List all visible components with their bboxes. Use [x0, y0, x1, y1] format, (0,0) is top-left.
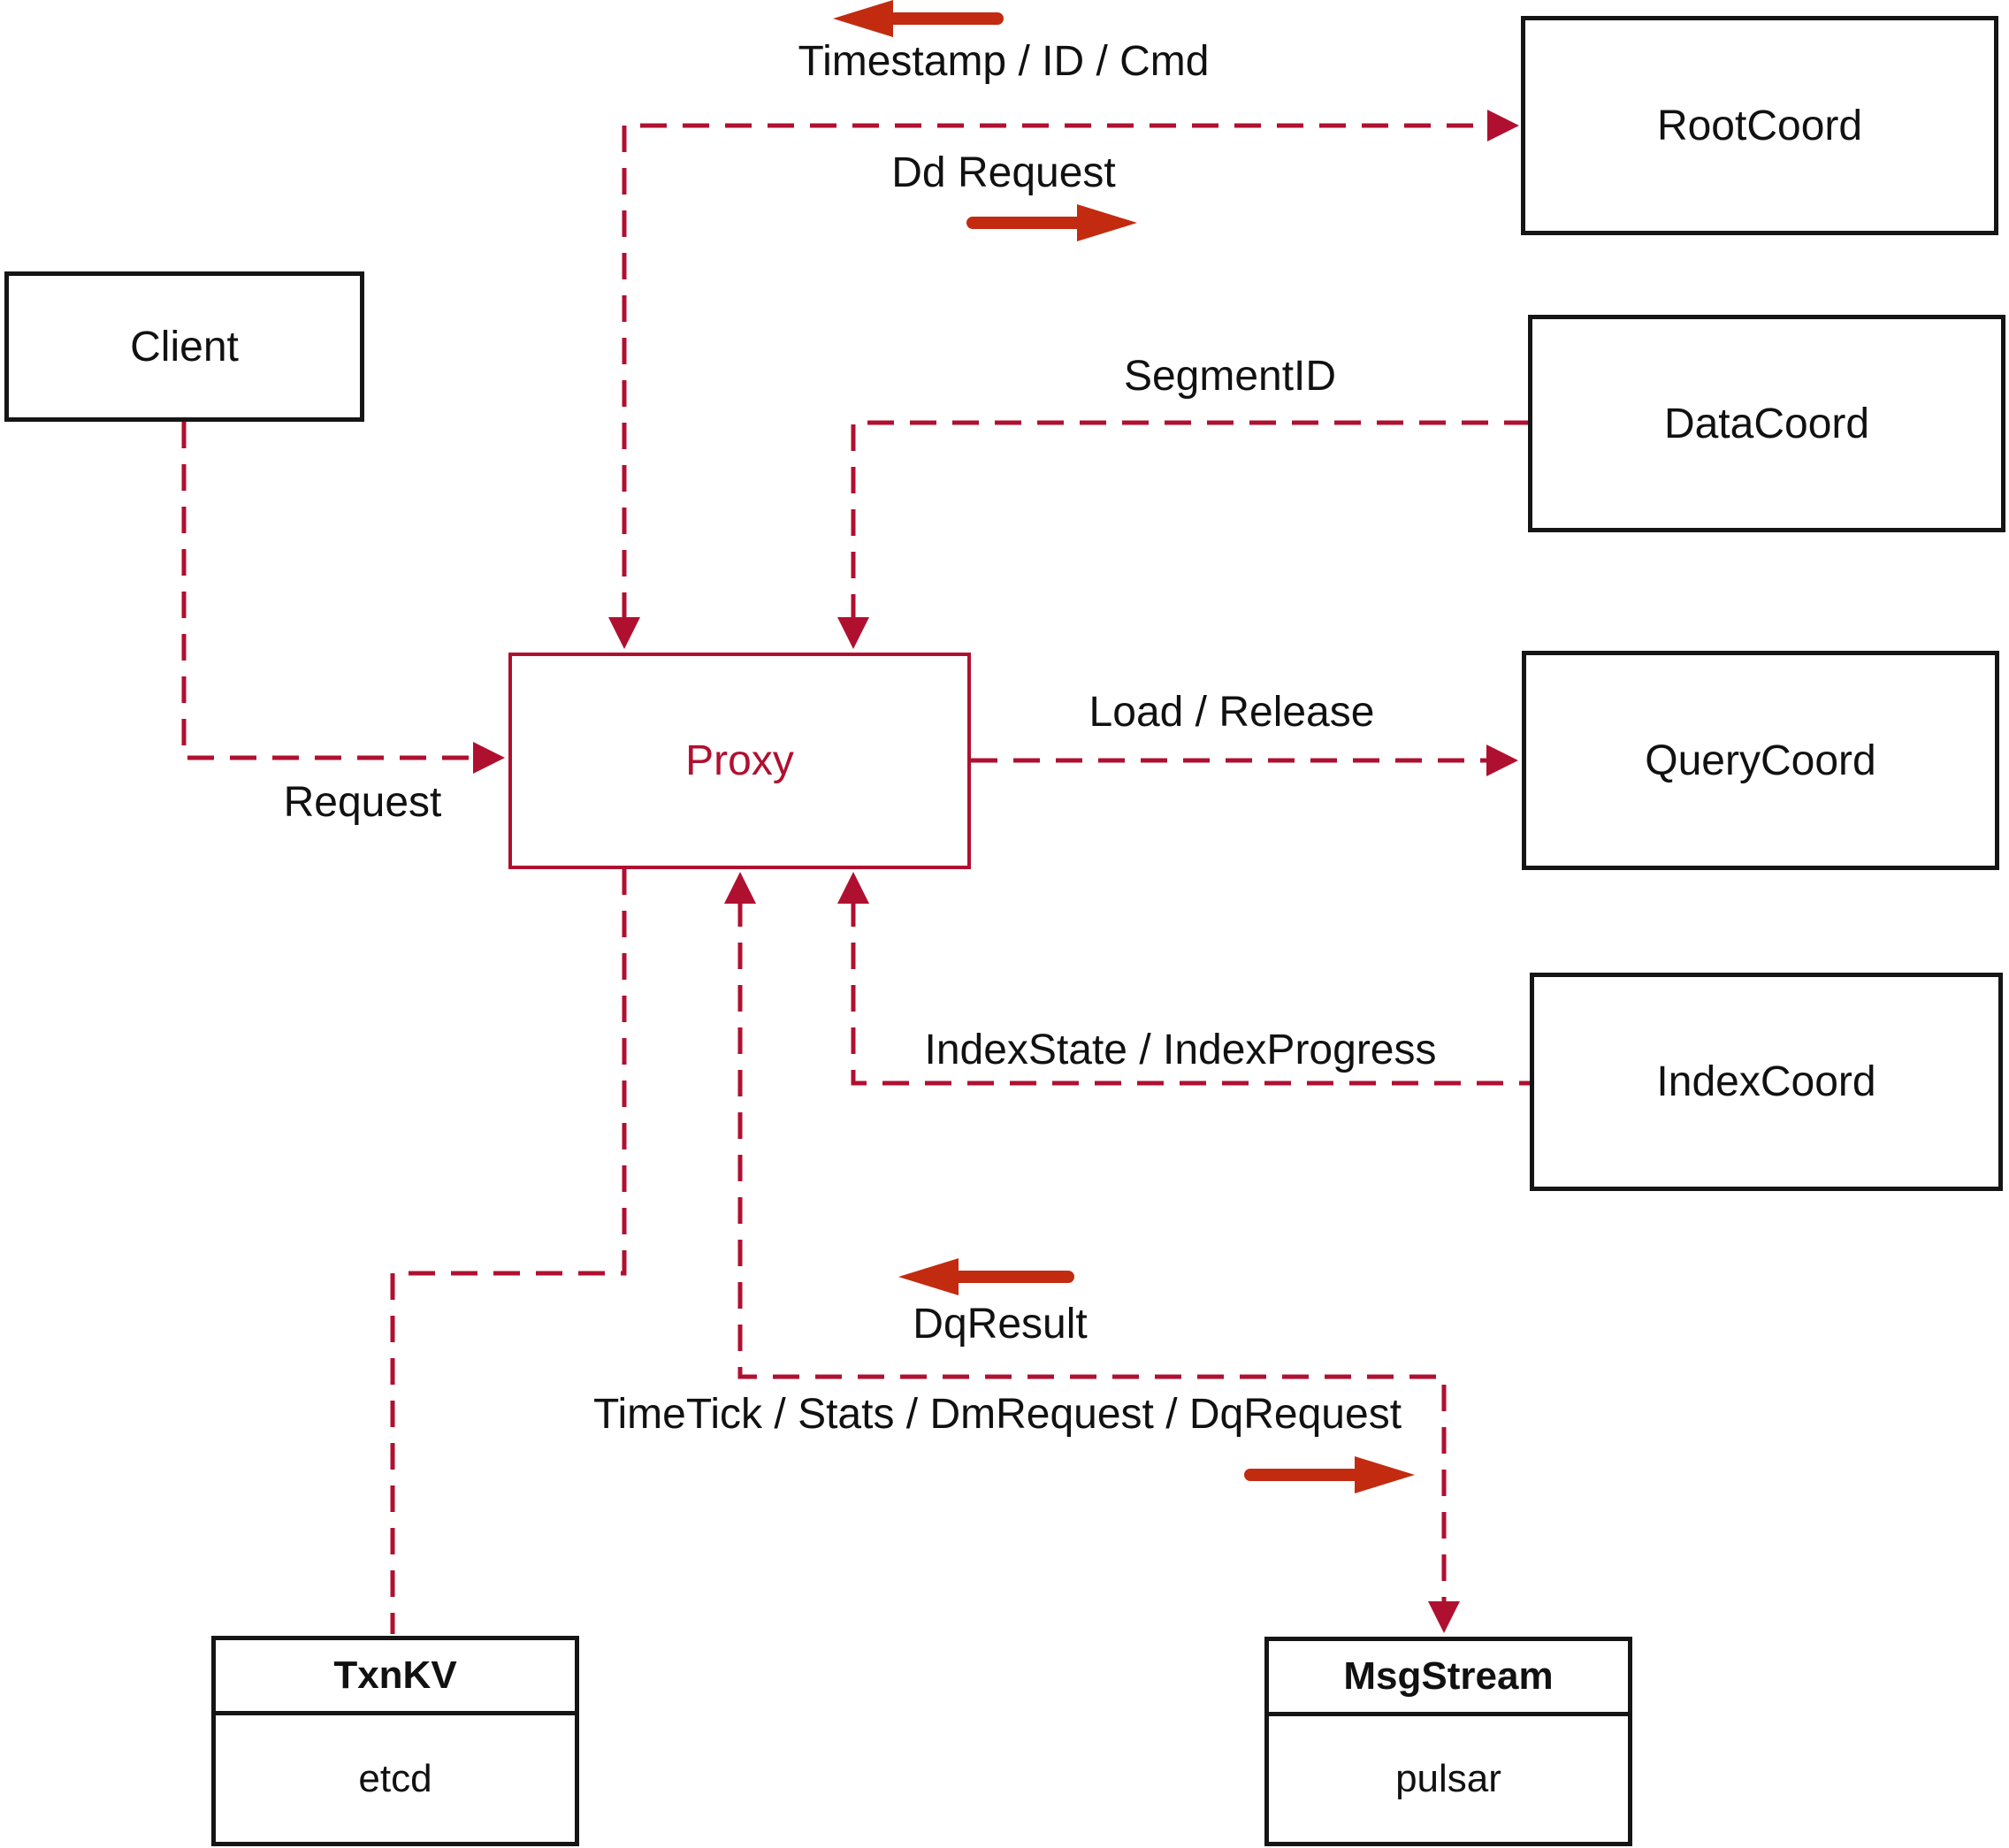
edge-label-request: Request: [283, 779, 442, 826]
edge-label-dd-request: Dd Request: [891, 149, 1116, 196]
edge-label-index-state-progress: IndexState / IndexProgress: [924, 1027, 1437, 1073]
node-txnkv: TxnKV etcd: [211, 1636, 579, 1846]
edge-label-time-tick-stats: TimeTick / Stats / DmRequest / DqRequest: [592, 1391, 1402, 1438]
edge-label-load-release: Load / Release: [1089, 689, 1375, 736]
direction-arrow-dq-result-left: [898, 1258, 1074, 1295]
arrowhead-into-proxy-top-right: [837, 617, 869, 649]
arrowhead-into-proxy-left: [473, 742, 505, 774]
node-datacoord-label: DataCoord: [1663, 400, 1870, 447]
direction-arrow-dd-request-right: [966, 204, 1137, 241]
node-proxy: Proxy: [508, 653, 971, 869]
node-txnkv-title: TxnKV: [216, 1640, 575, 1715]
arrowhead-into-rootcoord: [1487, 110, 1519, 141]
arrowhead-into-proxy-top-left: [608, 617, 640, 649]
node-msgstream-subtitle: pulsar: [1395, 1757, 1501, 1800]
edge-proxy-msgstream: [737, 900, 1447, 1603]
edge-datacoord-proxy: [851, 420, 1528, 621]
node-msgstream: MsgStream pulsar: [1264, 1637, 1632, 1846]
arrowhead-into-querycoord: [1486, 745, 1518, 776]
node-rootcoord: RootCoord: [1521, 16, 1998, 235]
node-indexcoord-label: IndexCoord: [1656, 1058, 1876, 1105]
edge-client-proxy: [181, 422, 475, 760]
edge-label-timestamp-id-cmd: Timestamp / ID / Cmd: [798, 38, 1210, 85]
node-client: Client: [4, 271, 364, 422]
node-proxy-label: Proxy: [685, 737, 794, 784]
node-txnkv-subtitle: etcd: [358, 1756, 432, 1800]
edge-proxy-rootcoord: [622, 123, 1489, 619]
node-msgstream-title: MsgStream: [1269, 1641, 1628, 1716]
direction-arrow-time-tick-right: [1244, 1456, 1415, 1493]
edge-label-segment-id: SegmentID: [1123, 353, 1337, 400]
node-indexcoord: IndexCoord: [1530, 973, 2003, 1191]
node-rootcoord-label: RootCoord: [1656, 102, 1863, 149]
arrowhead-into-proxy-bottom-right: [837, 872, 869, 904]
node-querycoord-label: QueryCoord: [1645, 737, 1876, 784]
node-datacoord: DataCoord: [1528, 315, 2005, 532]
arrowhead-into-msgstream: [1428, 1601, 1460, 1633]
edge-proxy-txnkv: [390, 868, 627, 1634]
edge-label-dq-result: DqResult: [913, 1301, 1088, 1348]
node-querycoord: QueryCoord: [1522, 651, 1999, 870]
edge-indexcoord-proxy: [851, 900, 1530, 1086]
direction-arrow-timestamp-left: [833, 0, 1004, 37]
node-client-label: Client: [130, 323, 239, 370]
arrowhead-into-proxy-bottom-left: [724, 872, 756, 904]
